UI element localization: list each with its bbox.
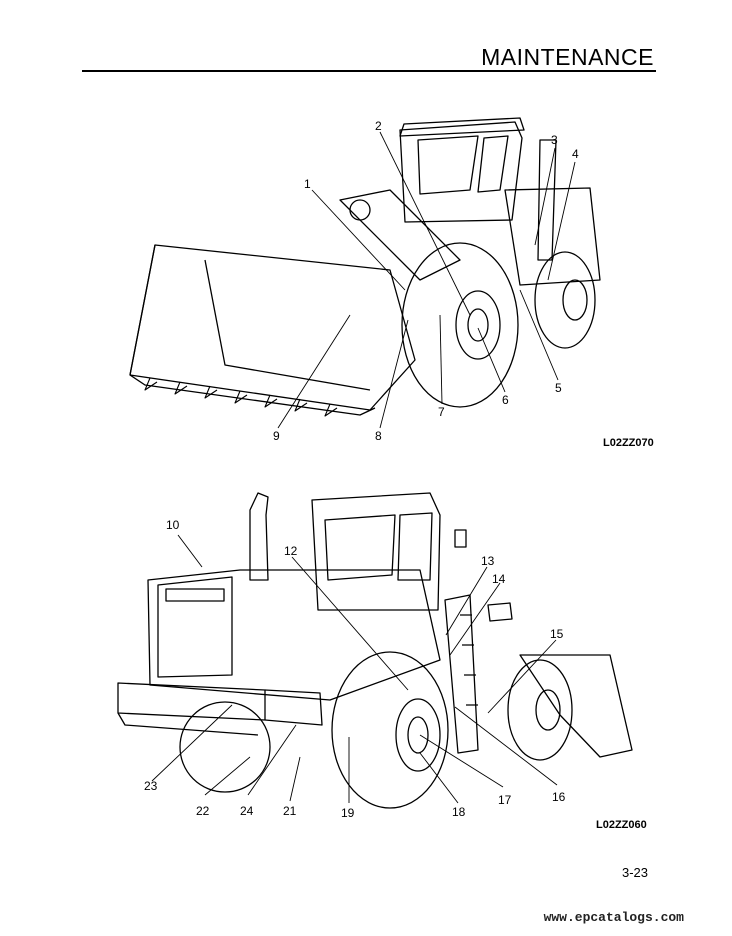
callout-1: 1 [304,177,311,191]
leader-line-1 [311,189,406,291]
callout-14: 14 [492,572,506,586]
callout-17: 17 [498,793,512,807]
callout-10: 10 [166,518,180,532]
figure-loader-rear: 10 12 13 14 15 16 17 18 19 21 22 23 24 L… [0,485,732,831]
figure-code-2: L02ZZ060 [596,819,647,831]
callout-18: 18 [452,805,466,819]
watermark-text: www.epcatalogs.com [543,910,684,925]
callout-4: 4 [572,147,579,161]
callout-13: 13 [481,554,495,568]
callout-23: 23 [144,779,158,793]
callout-19: 19 [341,806,355,820]
loader-front-illustration: 1 2 3 4 5 6 7 8 9 [129,117,601,443]
page-number: 3-23 [621,865,648,880]
callout-9: 9 [273,429,280,443]
callout-7: 7 [438,405,445,419]
callout-8: 8 [375,429,382,443]
figure-code-1: L02ZZ070 [603,437,654,449]
callout-15: 15 [550,627,564,641]
figure-loader-front: 1 2 3 4 5 6 7 8 9 L02ZZ070 [0,110,732,450]
callout-21: 21 [283,804,297,818]
callout-5: 5 [555,381,562,395]
callout-12: 12 [284,544,298,558]
callout-2: 2 [375,119,382,133]
callout-16: 16 [552,790,566,804]
page-title: MAINTENANCE [481,44,654,70]
callout-24: 24 [240,804,254,818]
callout-3: 3 [551,133,558,147]
callout-6: 6 [502,393,509,407]
loader-rear-illustration: 10 12 13 14 15 16 17 18 19 21 22 23 24 [117,492,633,820]
header-rule [82,70,656,72]
callout-22: 22 [196,804,210,818]
